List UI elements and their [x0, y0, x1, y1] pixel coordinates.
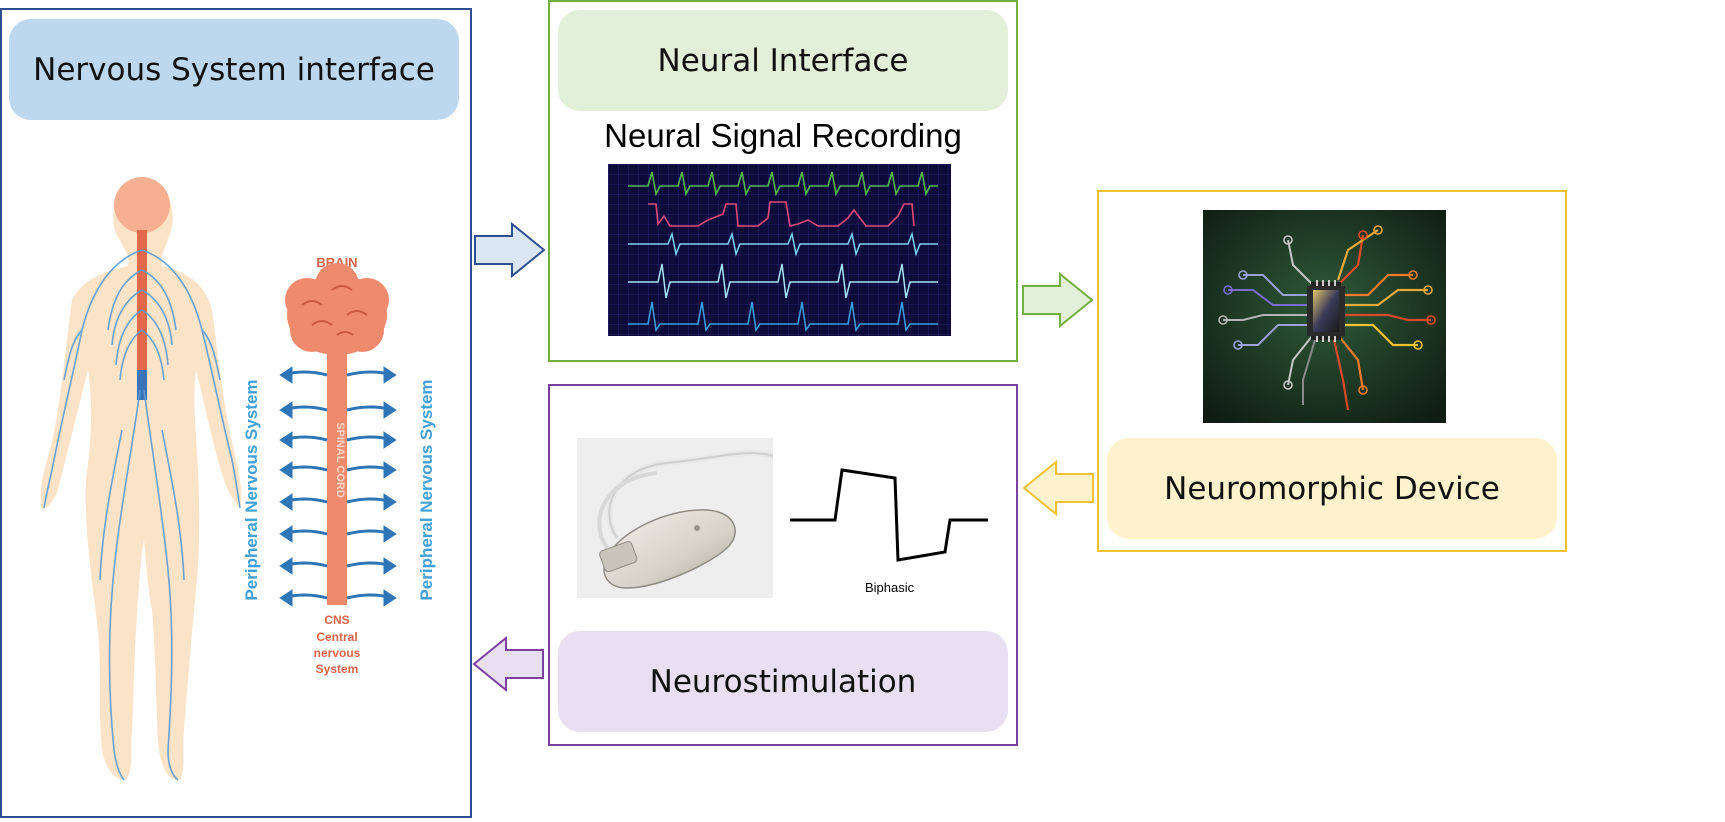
arrow-left-purple: [472, 636, 544, 692]
arrow-right-green: [1022, 272, 1094, 328]
nerve-arrow-head: [383, 525, 397, 543]
neural-interface-title: Neural Interface: [558, 10, 1008, 111]
circuit-traces-right: [1331, 229, 1431, 411]
nerve-arrow-head: [383, 493, 397, 511]
nerve-arrow-head: [279, 366, 293, 384]
nervous-system-title: Nervous System interface: [9, 19, 459, 120]
cns-full-line-3: System: [316, 662, 359, 676]
nerve-arrow-head: [383, 557, 397, 575]
cns-full-line-2: nervous: [314, 646, 361, 660]
nerve-arrow-head: [383, 461, 397, 479]
biphasic-waveform: Biphasic: [790, 468, 988, 595]
trace-blue: [628, 301, 938, 333]
brain-shape: [285, 263, 389, 355]
pns-label-right: Peripheral Nervous System: [417, 379, 436, 600]
nerve-arrow-head: [383, 401, 397, 419]
circuit-traces-left: [1223, 239, 1319, 405]
human-body-figure: [40, 177, 242, 781]
nerve-arrows: [279, 366, 397, 607]
trace-cyan-1: [628, 231, 938, 257]
spinal-cord-label: SPINAL CORD: [334, 422, 346, 498]
neural-signal-recording-image: [608, 164, 951, 336]
neurostimulator-device-image: [577, 438, 773, 598]
nerve-arrow-head: [383, 589, 397, 607]
nerve-arrow-head: [279, 589, 293, 607]
circuit-nodes: [1218, 225, 1436, 395]
nerve-network: [43, 249, 241, 781]
trace-green: [628, 171, 938, 197]
trace-pink: [648, 201, 915, 227]
nervous-system-panel: [0, 8, 472, 818]
nervous-system-illustration: BRAIN SPINAL CORD Peripheral Nervous Sys…: [40, 177, 436, 781]
nerve-arrow-head: [383, 431, 397, 449]
nerve-arrow-head: [279, 525, 293, 543]
arrow-right-blue: [474, 222, 546, 278]
arrow-left-yellow: [1022, 460, 1094, 516]
chip-icon: [1307, 280, 1345, 342]
pns-label-left: Peripheral Nervous System: [242, 379, 261, 600]
neuromorphic-chip-image: [1203, 210, 1446, 423]
neuromorphic-title: Neuromorphic Device: [1107, 438, 1557, 539]
cns-label: CNS: [324, 613, 349, 627]
cns-full-line-1: Central: [316, 630, 357, 644]
cns-diagram: BRAIN SPINAL CORD Peripheral Nervous Sys…: [242, 255, 436, 676]
neural-signal-subtitle: Neural Signal Recording: [604, 117, 962, 154]
nerve-arrow-head: [279, 431, 293, 449]
nerve-arrow-head: [383, 366, 397, 384]
neurostimulation-title: Neurostimulation: [558, 631, 1008, 732]
nerve-arrow-head: [279, 557, 293, 575]
spinal-cord: [327, 345, 347, 605]
nerve-arrow-head: [279, 401, 293, 419]
biphasic-label: Biphasic: [865, 580, 915, 595]
trace-cyan-2: [628, 263, 938, 299]
nerve-arrow-head: [279, 493, 293, 511]
nerve-arrow-head: [279, 461, 293, 479]
